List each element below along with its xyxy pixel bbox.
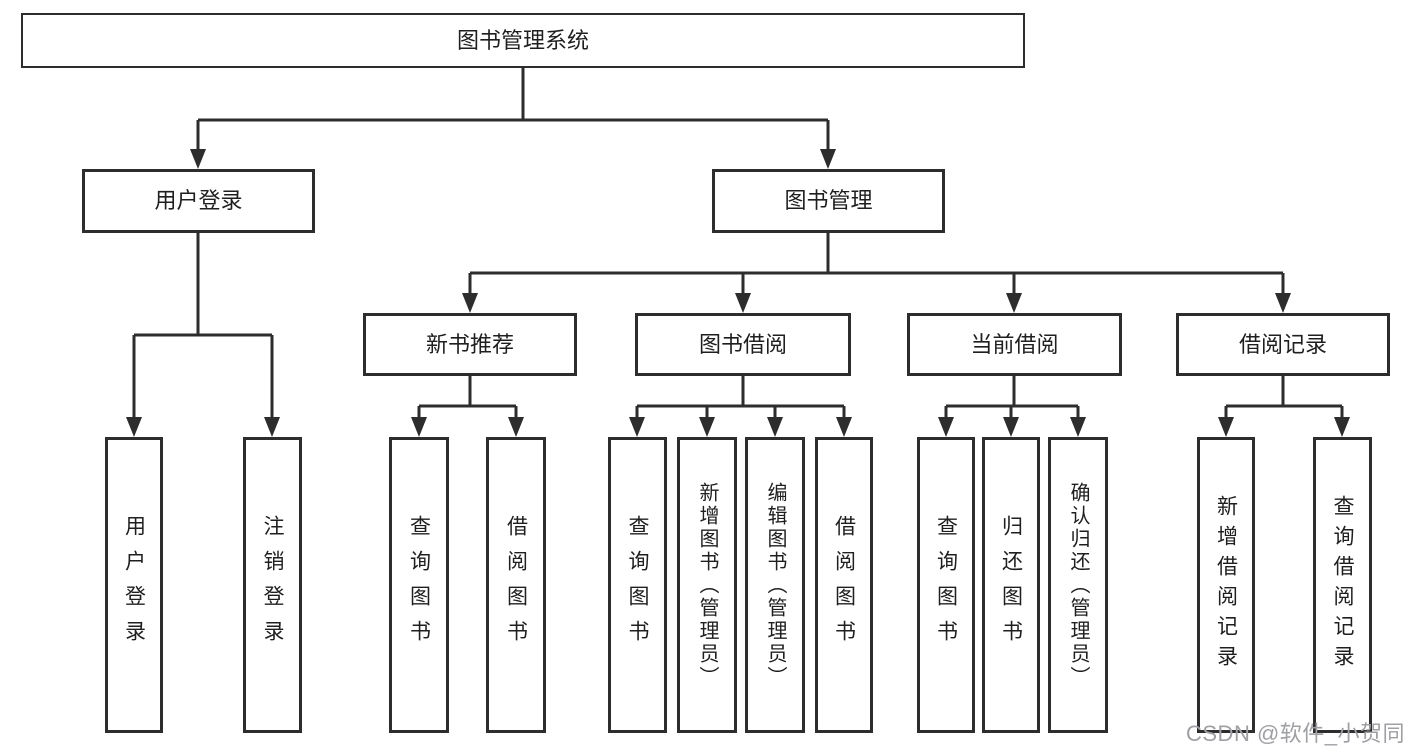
leaf-query-books-borrowing: 查询图书 — [608, 437, 667, 733]
node-label: 新书推荐 — [425, 331, 514, 357]
node-book-borrowing: 图书借阅 — [635, 313, 851, 376]
node-label: 图书借阅 — [698, 331, 787, 357]
node-book-management: 图书管理 — [712, 169, 945, 233]
leaf-user-login: 用户登录 — [105, 437, 163, 733]
csdn-watermark: CSDN @软件_小贺同学 — [1186, 721, 1405, 746]
leaf-borrow-books: 借阅图书 — [815, 437, 873, 733]
node-current-borrowing: 当前借阅 — [907, 313, 1122, 376]
node-label: 新增图书（管理员） — [696, 481, 718, 689]
leaf-add-books-admin: 新增图书（管理员） — [677, 437, 737, 733]
node-label: 确认归还（管理员） — [1067, 481, 1089, 689]
node-label: 借阅图书 — [832, 515, 856, 655]
leaf-query-borrow-record: 查询借阅记录 — [1313, 437, 1372, 733]
node-label: 注销登录 — [261, 515, 284, 655]
node-label: 借阅图书 — [504, 515, 528, 655]
leaf-edit-books-admin: 编辑图书（管理员） — [745, 437, 805, 733]
node-label: 查询借阅记录 — [1331, 495, 1354, 675]
leaf-borrow-books-recommend: 借阅图书 — [486, 437, 546, 733]
node-borrowing-records: 借阅记录 — [1176, 313, 1390, 376]
node-new-book-recommend: 新书推荐 — [363, 313, 577, 376]
leaf-return-books: 归还图书 — [982, 437, 1040, 733]
node-label: 图书管理系统 — [456, 27, 589, 53]
node-label: 用户登录 — [154, 188, 243, 213]
connector-lines — [132, 68, 1344, 419]
arrowheads — [126, 149, 1350, 437]
node-label: 查询图书 — [934, 515, 958, 655]
leaf-query-books-current: 查询图书 — [917, 437, 975, 733]
node-label: 编辑图书（管理员） — [764, 481, 786, 689]
node-label: 查询图书 — [407, 515, 431, 655]
node-user-login: 用户登录 — [82, 169, 315, 233]
node-label: 归还图书 — [999, 515, 1023, 655]
node-label: 图书管理 — [784, 188, 873, 213]
node-label: 新增借阅记录 — [1214, 495, 1238, 675]
leaf-query-books-recommend: 查询图书 — [389, 437, 449, 733]
node-label: 当前借阅 — [970, 331, 1059, 357]
node-label: 用户登录 — [122, 515, 146, 655]
leaf-confirm-return-admin: 确认归还（管理员） — [1048, 437, 1108, 733]
node-library-management-system: 图书管理系统 — [21, 13, 1025, 68]
node-label: 查询图书 — [626, 515, 649, 655]
leaf-add-borrow-record: 新增借阅记录 — [1197, 437, 1255, 733]
leaf-logout: 注销登录 — [243, 437, 302, 733]
node-label: 借阅记录 — [1238, 331, 1327, 357]
